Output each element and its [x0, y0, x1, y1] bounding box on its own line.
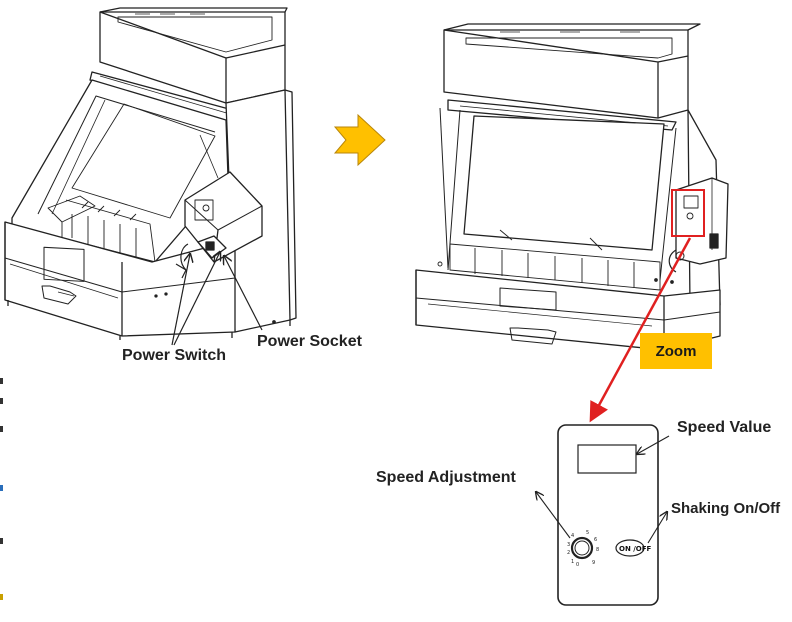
leader-lines-left [171, 252, 263, 346]
leader-lines-zoom [536, 435, 670, 544]
edge-mark [0, 594, 3, 600]
knob-scale: 1 0 2 3 4 5 6 8 9 [567, 530, 599, 568]
shaking-toggle-text: ON /OFF [619, 545, 652, 553]
knob-scale-mark: 3 [567, 542, 570, 548]
knob-scale-mark: 9 [592, 560, 595, 566]
edge-mark [0, 538, 3, 544]
knob-scale-mark: 8 [596, 547, 599, 553]
edge-mark [0, 398, 3, 404]
shaking-toggle-button: ON /OFF [615, 539, 652, 557]
zoom-badge: Zoom [640, 333, 712, 369]
label-speed-value: Speed Value [677, 419, 772, 436]
edge-mark [0, 426, 3, 432]
speed-display [577, 444, 637, 474]
red-arrow-icon [589, 237, 692, 423]
knob-scale-mark: 4 [571, 533, 574, 539]
knob-scale-mark: 1 [571, 559, 574, 565]
edge-mark [0, 378, 3, 384]
right-arrow-icon [333, 113, 386, 167]
zoom-highlight-box [671, 189, 705, 237]
machine-right-drawing [415, 23, 729, 351]
zoom-badge-label: Zoom [655, 342, 697, 360]
knob-scale-mark: 2 [567, 550, 570, 556]
knob-scale-mark: 6 [594, 537, 597, 543]
machine-left-drawing [4, 7, 297, 340]
speed-knob [570, 536, 594, 560]
label-power-socket: Power Socket [257, 333, 362, 350]
label-speed-adjustment: Speed Adjustment [376, 469, 516, 486]
label-shaking-on-off: Shaking On/Off [671, 500, 781, 517]
edge-mark [0, 485, 3, 491]
knob-scale-mark: 5 [586, 530, 589, 536]
knob-scale-mark: 0 [576, 562, 579, 568]
label-power-switch: Power Switch [122, 347, 227, 364]
control-panel-zoom: 1 0 2 3 4 5 6 8 9 ON /OFF [557, 424, 659, 606]
